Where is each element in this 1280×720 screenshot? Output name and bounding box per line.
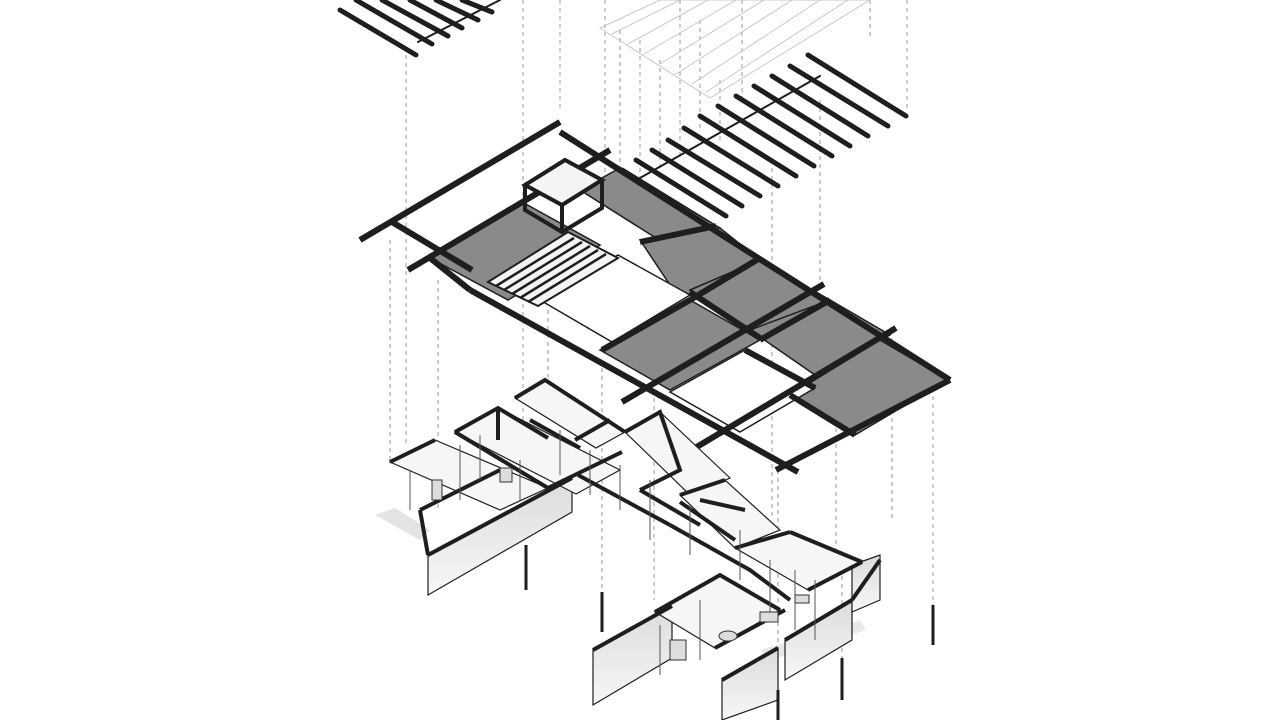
- roof-slats-layer: [337, 0, 909, 227]
- interior-walls: [389, 377, 882, 682]
- thin-partitions: [409, 430, 816, 675]
- light-roof-grid: [598, 0, 871, 99]
- roof-box-element: [521, 157, 606, 235]
- room-floor-tops: [388, 379, 864, 649]
- slat-group-right: [619, 52, 909, 227]
- slat-group-top-left: [337, 0, 495, 58]
- slat-cross-beam: [417, 0, 501, 43]
- skylight-slats: [485, 230, 621, 308]
- roof-framing-layer: [358, 119, 952, 475]
- floor-plan-layer: [375, 377, 935, 720]
- floor-shadow: [375, 508, 430, 540]
- furniture: [431, 467, 810, 661]
- exterior-walls: [427, 476, 881, 720]
- slat-cross-beam-right: [639, 75, 821, 179]
- support-posts: [524, 545, 935, 720]
